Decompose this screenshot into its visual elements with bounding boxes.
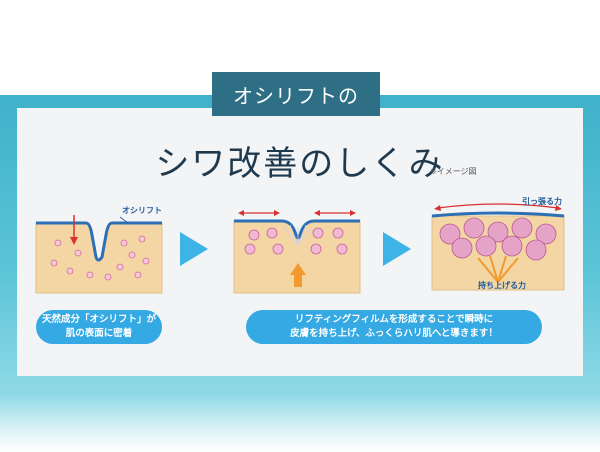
callout-right: リフティングフィルムを形成することで瞬時に 皮膚を持ち上げ、ふっくらハリ肌へと導… bbox=[246, 310, 542, 344]
image-note: ※イメージ図 bbox=[430, 167, 477, 176]
callout-left-line2: 肌の表面に密着 bbox=[65, 328, 133, 339]
callout-left: 天然成分「オシリフト」が 肌の表面に密着 bbox=[36, 310, 162, 344]
step3-bottom-label: 持ち上げる力 bbox=[478, 281, 526, 290]
callout-left-line1: 天然成分「オシリフト」が bbox=[41, 314, 156, 325]
callout-right-line1: リフティングフィルムを形成することで瞬時に bbox=[294, 314, 494, 325]
callout-right-line2: 皮膚を持ち上げ、ふっくらハリ肌へと導きます！ bbox=[290, 328, 498, 339]
step2-diagram bbox=[233, 210, 361, 294]
step-arrow-1 bbox=[180, 232, 208, 266]
step-arrow-2 bbox=[383, 232, 411, 266]
step3-diagram bbox=[431, 203, 565, 291]
page-title: シワ改善のしくみ bbox=[155, 144, 445, 184]
header-badge: オシリフトの bbox=[212, 72, 380, 116]
step1-diagram bbox=[35, 215, 163, 294]
step3-top-label: 引っ張る力 bbox=[522, 197, 562, 206]
step1-label: オシリフト bbox=[122, 206, 162, 215]
background-fade bbox=[0, 395, 600, 452]
